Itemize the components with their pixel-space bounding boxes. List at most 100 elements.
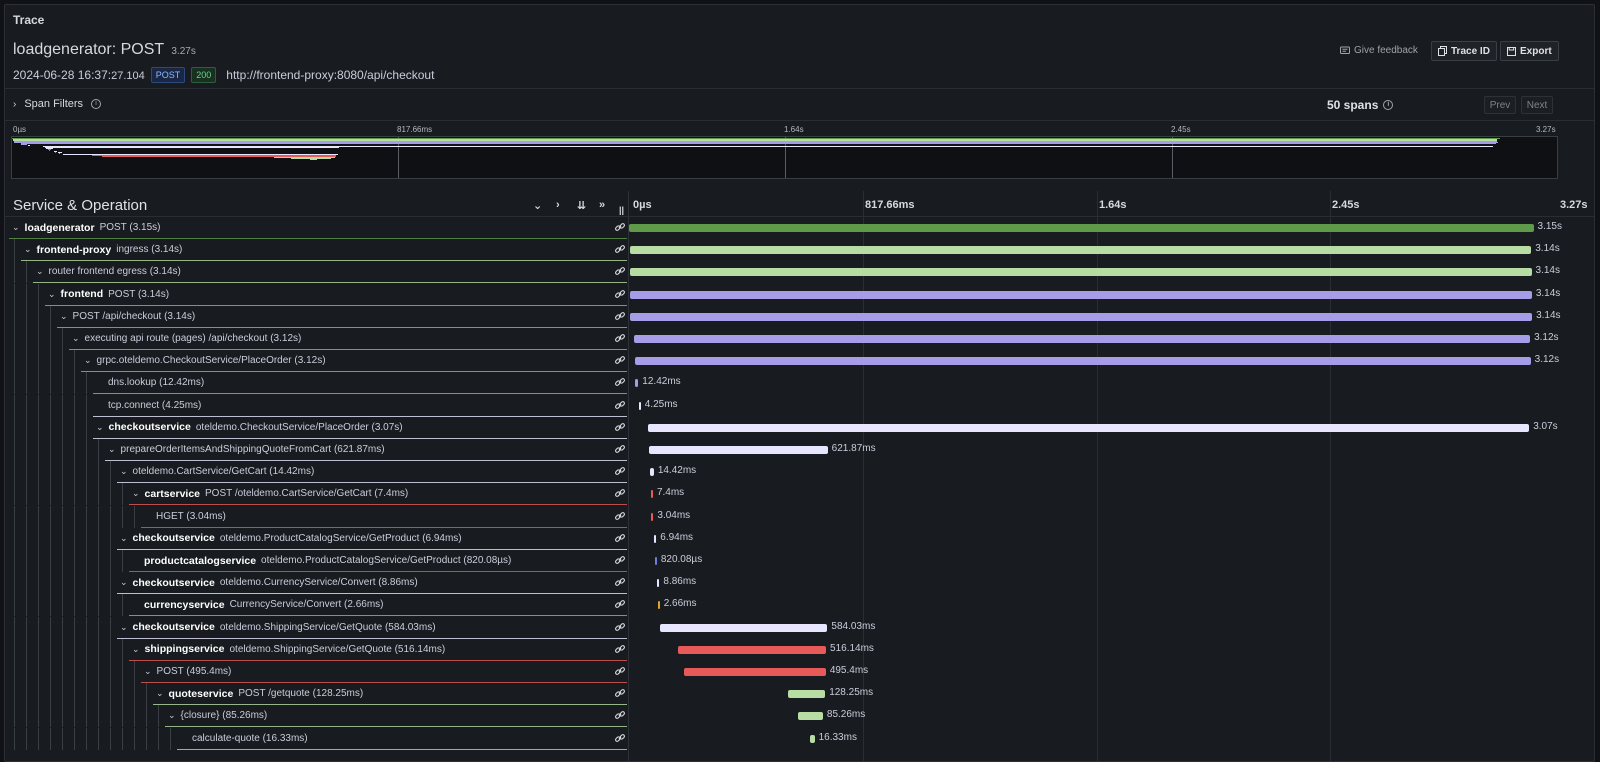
span-bar[interactable] (635, 357, 1531, 365)
link-icon[interactable] (614, 532, 626, 544)
collapse-one-icon[interactable]: ⌄ (533, 199, 542, 212)
span-row[interactable]: ⌄shippingserviceoteldemo.ShippingService… (5, 639, 1594, 661)
span-name[interactable]: ⌄checkoutserviceoteldemo.CurrencyService… (117, 572, 418, 593)
span-bar[interactable] (678, 646, 826, 654)
span-row[interactable]: ⌄checkoutserviceoteldemo.ShippingService… (5, 617, 1594, 639)
link-icon[interactable] (614, 510, 626, 522)
link-icon[interactable] (614, 709, 626, 721)
span-row[interactable]: ⌄checkoutserviceoteldemo.CurrencyService… (5, 572, 1594, 594)
span-row[interactable]: ⌄cartservicePOST /oteldemo.CartService/G… (5, 483, 1594, 505)
link-icon[interactable] (614, 288, 626, 300)
span-bar[interactable] (810, 735, 815, 743)
span-bar[interactable] (630, 291, 1532, 299)
chevron-down-icon[interactable]: ⌄ (36, 266, 44, 277)
span-row[interactable]: ⌄router frontend egress (3.14s)3.14s (5, 261, 1594, 283)
span-name[interactable]: ⌄checkoutserviceoteldemo.ShippingService… (117, 617, 436, 638)
chevron-down-icon[interactable]: ⌄ (120, 622, 128, 633)
chevron-down-icon[interactable]: ⌄ (84, 355, 92, 366)
span-name[interactable]: tcp.connect (4.25ms) (93, 395, 201, 416)
span-bar[interactable] (655, 557, 657, 565)
link-icon[interactable] (614, 399, 626, 411)
link-icon[interactable] (614, 376, 626, 388)
chevron-down-icon[interactable]: ⌄ (12, 222, 20, 233)
chevron-down-icon[interactable]: ⌄ (108, 444, 116, 455)
span-bar[interactable] (630, 268, 1532, 276)
span-name[interactable]: ⌄{closure} (85.26ms) (165, 705, 267, 726)
link-icon[interactable] (614, 465, 626, 477)
prev-button[interactable]: Prev (1484, 96, 1516, 114)
span-row[interactable]: productcatalogserviceoteldemo.ProductCat… (5, 550, 1594, 572)
chevron-down-icon[interactable]: ⌄ (48, 289, 56, 300)
span-name[interactable]: ⌄grpc.oteldemo.CheckoutService/PlaceOrde… (81, 350, 326, 371)
span-row[interactable]: currencyserviceCurrencyService/Convert (… (5, 594, 1594, 616)
span-name[interactable]: ⌄frontend-proxyingress (3.14s) (21, 239, 182, 260)
span-name[interactable]: ⌄executing api route (pages) /api/checko… (69, 328, 301, 349)
span-name[interactable]: ⌄POST /api/checkout (3.14s) (57, 306, 195, 327)
chevron-down-icon[interactable]: ⌄ (96, 422, 104, 433)
span-name[interactable]: calculate-quote (16.33ms) (177, 728, 308, 749)
link-icon[interactable] (614, 598, 626, 610)
give-feedback-link[interactable]: Give feedback (1340, 45, 1418, 56)
span-bar[interactable] (660, 624, 828, 632)
link-icon[interactable] (614, 687, 626, 699)
span-filters-toggle[interactable]: › Span Filters i (13, 98, 101, 110)
span-row[interactable]: calculate-quote (16.33ms)16.33ms (5, 728, 1594, 750)
span-bar[interactable] (649, 446, 828, 454)
span-bar[interactable] (648, 424, 1530, 432)
link-icon[interactable] (614, 354, 626, 366)
minimap-canvas[interactable] (11, 136, 1558, 179)
span-bar[interactable] (788, 690, 825, 698)
span-row[interactable]: ⌄executing api route (pages) /api/checko… (5, 328, 1594, 350)
span-name[interactable]: ⌄checkoutserviceoteldemo.ProductCatalogS… (117, 528, 462, 549)
span-row[interactable]: ⌄frontend-proxyingress (3.14s)3.14s (5, 239, 1594, 261)
collapse-all-icon[interactable]: ⇊ (577, 199, 586, 212)
chevron-down-icon[interactable]: ⌄ (156, 688, 164, 699)
expand-one-icon[interactable]: › (556, 199, 560, 211)
link-icon[interactable] (614, 665, 626, 677)
link-icon[interactable] (614, 421, 626, 433)
link-icon[interactable] (614, 732, 626, 744)
span-name[interactable]: ⌄quoteservicePOST /getquote (128.25ms) (153, 683, 363, 704)
span-bar[interactable] (798, 712, 822, 720)
span-name[interactable]: ⌄checkoutserviceoteldemo.CheckoutService… (93, 417, 403, 438)
span-row[interactable]: ⌄POST (495.4ms)495.4ms (5, 661, 1594, 683)
link-icon[interactable] (614, 221, 626, 233)
chevron-down-icon[interactable]: ⌄ (120, 466, 128, 477)
span-bar[interactable] (639, 402, 641, 410)
span-row[interactable]: ⌄oteldemo.CartService/GetCart (14.42ms)1… (5, 461, 1594, 483)
chevron-down-icon[interactable]: ⌄ (72, 333, 80, 344)
info-icon[interactable]: i (91, 99, 101, 109)
chevron-down-icon[interactable]: ⌄ (120, 577, 128, 588)
span-name[interactable]: ⌄shippingserviceoteldemo.ShippingService… (129, 639, 445, 660)
span-name[interactable]: ⌄cartservicePOST /oteldemo.CartService/G… (129, 483, 408, 504)
resize-handle-icon[interactable]: || (619, 205, 624, 215)
span-bar[interactable] (634, 335, 1530, 343)
span-bar[interactable] (651, 513, 653, 521)
next-button[interactable]: Next (1521, 96, 1553, 114)
span-bar[interactable] (658, 601, 660, 609)
span-row[interactable]: ⌄quoteservicePOST /getquote (128.25ms)12… (5, 683, 1594, 705)
chevron-down-icon[interactable]: ⌄ (132, 488, 140, 499)
span-name[interactable]: ⌄prepareOrderItemsAndShippingQuoteFromCa… (105, 439, 385, 460)
span-bar[interactable] (650, 468, 654, 476)
chevron-down-icon[interactable]: ⌄ (144, 666, 152, 677)
span-name[interactable]: ⌄router frontend egress (3.14s) (33, 261, 181, 282)
chevron-down-icon[interactable]: ⌄ (24, 244, 32, 255)
span-row[interactable]: HGET (3.04ms)3.04ms (5, 506, 1594, 528)
span-row[interactable]: ⌄POST /api/checkout (3.14s)3.14s (5, 306, 1594, 328)
chevron-down-icon[interactable]: ⌄ (132, 644, 140, 655)
link-icon[interactable] (614, 643, 626, 655)
span-name[interactable]: productcatalogserviceoteldemo.ProductCat… (129, 550, 511, 571)
link-icon[interactable] (614, 243, 626, 255)
span-name[interactable]: ⌄POST (495.4ms) (141, 661, 231, 682)
span-bar[interactable] (657, 579, 660, 587)
link-icon[interactable] (614, 621, 626, 633)
span-bar[interactable] (630, 313, 1532, 321)
span-name[interactable]: dns.lookup (12.42ms) (93, 372, 204, 393)
span-row[interactable]: ⌄{closure} (85.26ms)85.26ms (5, 705, 1594, 727)
span-bar[interactable] (654, 535, 656, 543)
chevron-down-icon[interactable]: ⌄ (120, 533, 128, 544)
span-bar[interactable] (651, 490, 653, 498)
span-row[interactable]: ⌄prepareOrderItemsAndShippingQuoteFromCa… (5, 439, 1594, 461)
span-bar[interactable] (629, 224, 1534, 232)
